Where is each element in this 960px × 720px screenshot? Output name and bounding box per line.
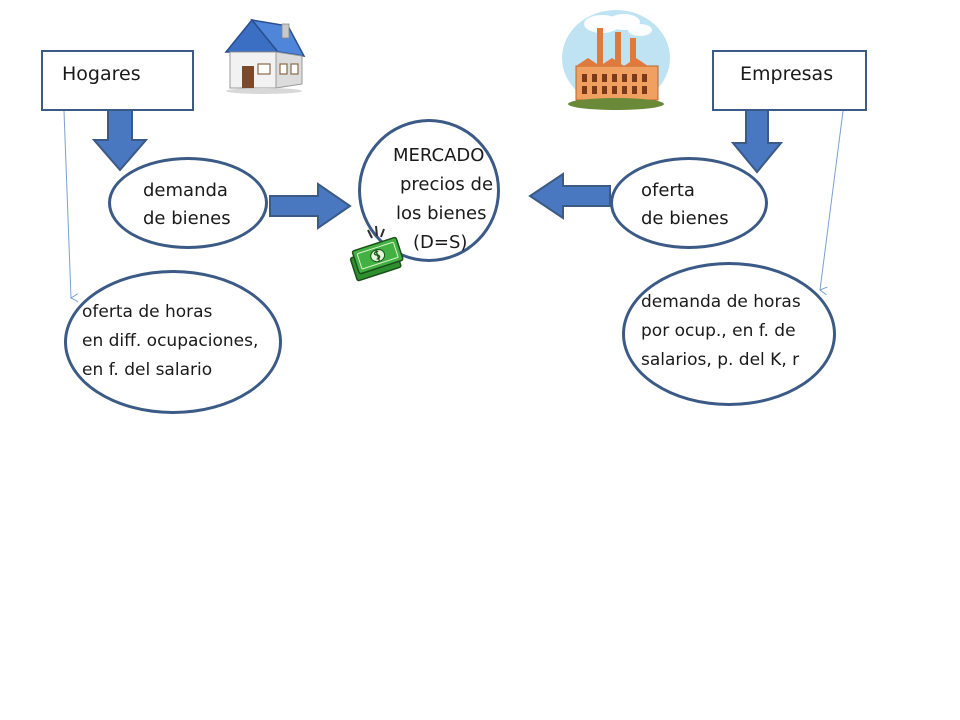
demanda-horas-line-3: salarios, p. del K, r bbox=[641, 350, 800, 370]
demanda-horas-ellipse bbox=[622, 262, 836, 406]
arrow-demanda-to-mercado bbox=[269, 182, 352, 230]
connector-empresas-to-demanda-horas bbox=[819, 110, 844, 296]
mercado-line-2: precios de bbox=[400, 174, 494, 195]
oferta-horas-line-1: oferta de horas bbox=[82, 302, 213, 322]
oferta-bienes-line-1: oferta bbox=[641, 180, 695, 201]
demanda-bienes-line-1: demanda bbox=[143, 180, 228, 201]
demanda-bienes-line-2: de bienes bbox=[143, 208, 231, 229]
factory-icon bbox=[562, 10, 670, 110]
connector-hogares-to-oferta-horas bbox=[63, 110, 79, 303]
oferta-horas-ellipse bbox=[64, 270, 282, 414]
empresas-box: Empresas bbox=[712, 50, 867, 111]
oferta-horas-line-2: en diff. ocupaciones, bbox=[82, 331, 259, 351]
arrow-empresas-down bbox=[730, 109, 784, 174]
oferta-bienes-ellipse bbox=[610, 157, 768, 249]
money-icon bbox=[349, 225, 404, 282]
demanda-bienes-text: demanda de bienes bbox=[143, 177, 231, 233]
oferta-horas-line-3: en f. del salario bbox=[82, 360, 213, 380]
house-icon bbox=[224, 18, 306, 94]
demanda-horas-line-2: por ocup., en f. de bbox=[641, 321, 796, 341]
arrow-oferta-to-mercado bbox=[528, 172, 611, 220]
oferta-bienes-text: oferta de bienes bbox=[641, 177, 729, 233]
demanda-bienes-ellipse bbox=[108, 157, 268, 249]
mercado-title: MERCADO bbox=[393, 145, 485, 166]
hogares-label: Hogares bbox=[62, 63, 141, 85]
empresas-label: Empresas bbox=[740, 63, 834, 85]
oferta-horas-text: oferta de horas en diff. ocupaciones, en… bbox=[82, 298, 258, 385]
arrow-hogares-down bbox=[91, 109, 149, 172]
oferta-bienes-line-2: de bienes bbox=[641, 208, 729, 229]
hogares-box: Hogares bbox=[41, 50, 194, 111]
mercado-line-3: los bienes bbox=[396, 203, 487, 224]
mercado-ellipse bbox=[358, 119, 500, 262]
demanda-horas-line-1: demanda de horas bbox=[641, 292, 801, 312]
mercado-line-4: (D=S) bbox=[413, 232, 468, 253]
mercado-text: MERCADO precios de los bienes (D=S) bbox=[393, 141, 493, 257]
demanda-horas-text: demanda de horas por ocup., en f. de sal… bbox=[641, 288, 801, 375]
